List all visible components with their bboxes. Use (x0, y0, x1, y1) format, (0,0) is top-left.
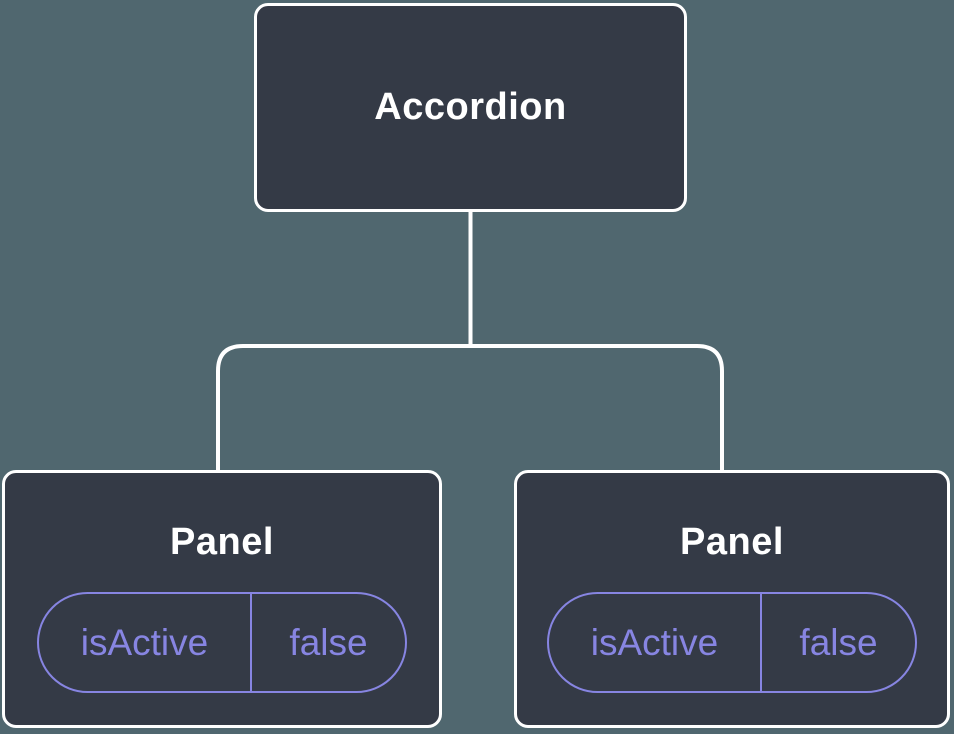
state-value: false (289, 621, 368, 663)
state-key: isActive (39, 594, 252, 691)
accordion-node-label: Accordion (374, 86, 567, 128)
panel-node-label: Panel (680, 521, 784, 563)
accordion-node: Accordion (254, 3, 687, 212)
panel-node-left: Panel isActive false (2, 470, 442, 728)
state-pill: isActive false (37, 592, 407, 693)
panel-node-label: Panel (170, 521, 274, 563)
state-value: false (799, 621, 878, 663)
connector-branch (216, 344, 724, 470)
panel-node-right: Panel isActive false (514, 470, 950, 728)
state-key: isActive (549, 594, 762, 691)
state-pill: isActive false (547, 592, 917, 693)
